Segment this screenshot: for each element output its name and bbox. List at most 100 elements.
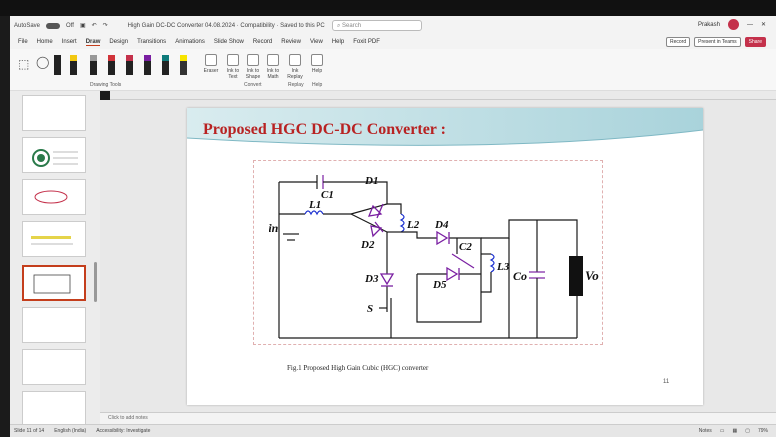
language-status[interactable]: English (India) bbox=[54, 428, 87, 434]
label-co: Co bbox=[513, 269, 527, 283]
slide-thumbnail[interactable] bbox=[22, 307, 86, 343]
slide-thumbnail[interactable] bbox=[22, 391, 86, 427]
redo-icon[interactable]: ↷ bbox=[102, 23, 108, 29]
thumbnail-diagram-icon bbox=[32, 149, 78, 167]
label-l3: L3 bbox=[496, 261, 510, 273]
share-button[interactable]: Share bbox=[744, 37, 766, 47]
pen-purple[interactable] bbox=[144, 55, 151, 75]
eraser-button[interactable]: Eraser bbox=[202, 54, 220, 74]
slide-thumbnail[interactable] bbox=[22, 349, 86, 385]
eraser-icon bbox=[205, 54, 217, 66]
label-c1: C1 bbox=[321, 189, 334, 201]
slide-page-number: 11 bbox=[663, 379, 670, 385]
label-d3: D3 bbox=[364, 273, 379, 285]
group-label-help: Help bbox=[312, 82, 323, 88]
horizontal-ruler bbox=[110, 91, 776, 100]
current-slide[interactable]: Proposed HGC DC-DC Converter : bbox=[187, 108, 703, 405]
slide-title[interactable]: Proposed HGC DC-DC Converter : bbox=[203, 121, 446, 138]
tab-foxit-pdf[interactable]: Foxit PDF bbox=[353, 39, 380, 45]
group-label-convert: Convert bbox=[244, 82, 262, 88]
label-s: S bbox=[367, 303, 373, 315]
content-placeholder[interactable] bbox=[253, 160, 603, 345]
pen-black[interactable] bbox=[54, 55, 61, 75]
reading-view-icon[interactable]: ▢ bbox=[745, 428, 750, 434]
tab-view[interactable]: View bbox=[309, 39, 323, 45]
accessibility-status[interactable]: Accessibility: Investigate bbox=[96, 428, 151, 434]
tab-review[interactable]: Review bbox=[281, 39, 301, 45]
search-icon: ⌕ bbox=[337, 23, 343, 29]
notes-pane[interactable]: Click to add notes bbox=[100, 412, 776, 424]
user-name: Prakash bbox=[697, 21, 720, 28]
autosave-label: AutoSave bbox=[14, 22, 41, 29]
sorter-view-icon[interactable]: ▦ bbox=[732, 428, 738, 434]
tab-file[interactable]: File bbox=[18, 39, 28, 45]
ink-to-shape-icon bbox=[247, 54, 259, 66]
tab-help[interactable]: Help bbox=[331, 39, 345, 45]
group-label-drawing-tools: Drawing Tools bbox=[90, 82, 122, 88]
minimize-icon[interactable]: — bbox=[746, 21, 753, 28]
slide-header-wave bbox=[187, 108, 703, 146]
pen-yellow[interactable] bbox=[70, 55, 77, 75]
tab-home[interactable]: Home bbox=[36, 39, 53, 45]
tab-draw[interactable]: Draw bbox=[85, 38, 101, 46]
tab-design[interactable]: Design bbox=[109, 39, 129, 45]
record-button[interactable]: Record bbox=[665, 37, 691, 47]
tab-transitions[interactable]: Transitions bbox=[137, 39, 167, 45]
tab-slide-show[interactable]: Slide Show bbox=[213, 39, 244, 45]
search-input[interactable]: ⌕ Search bbox=[332, 20, 422, 31]
status-bar: Slide 11 of 14 English (India) Accessibi… bbox=[10, 424, 776, 437]
ink-to-math-icon bbox=[267, 54, 279, 66]
tab-record[interactable]: Record bbox=[252, 39, 273, 45]
label-vo: Vo bbox=[585, 268, 599, 283]
label-d4: D4 bbox=[434, 219, 449, 231]
save-icon[interactable]: ▣ bbox=[79, 23, 86, 29]
figure-caption[interactable]: Fig.1 Proposed High Gain Cubic (HGC) con… bbox=[287, 364, 429, 372]
slide-info: Slide 11 of 14 bbox=[14, 428, 45, 434]
pen-red-2[interactable] bbox=[126, 55, 133, 75]
ink-to-shape-button[interactable]: Ink to Shape bbox=[244, 54, 262, 80]
ribbon: ⬚ ◯ Drawing Tools Eraser Ink to Text Ink… bbox=[10, 49, 776, 91]
undo-icon[interactable]: ↶ bbox=[91, 23, 97, 29]
slide-thumbnail[interactable] bbox=[22, 179, 86, 215]
pen-red[interactable] bbox=[108, 55, 115, 75]
slide-thumbnail[interactable] bbox=[22, 95, 86, 131]
ink-to-math-button[interactable]: Ink to Math bbox=[264, 54, 282, 80]
ink-replay-button[interactable]: Ink Replay bbox=[286, 54, 304, 80]
label-l2: L2 bbox=[406, 219, 420, 231]
autosave-toggle[interactable] bbox=[46, 22, 61, 29]
label-d1: D1 bbox=[364, 175, 378, 187]
document-title[interactable]: High Gain DC-DC Converter 04.08.2024 · C… bbox=[127, 22, 325, 29]
slide-thumbnail[interactable] bbox=[22, 137, 86, 173]
ribbon-tabs: File Home Insert Draw Design Transitions Anima… bbox=[10, 35, 776, 49]
group-label-replay: Replay bbox=[288, 82, 304, 88]
highlighter-yellow[interactable] bbox=[180, 55, 187, 75]
label-d2: D2 bbox=[360, 239, 375, 251]
slide-thumbnail-selected[interactable] bbox=[22, 265, 86, 301]
pen-gray[interactable] bbox=[90, 55, 97, 75]
slide-thumbnail[interactable] bbox=[22, 221, 86, 257]
close-icon[interactable]: ✕ bbox=[760, 22, 766, 28]
ink-to-text-icon bbox=[227, 54, 239, 66]
thumbnail-scrollbar[interactable] bbox=[94, 262, 97, 302]
label-c2: C2 bbox=[459, 241, 472, 253]
avatar[interactable] bbox=[727, 19, 739, 30]
present-in-teams-button[interactable]: Present in Teams bbox=[694, 37, 741, 47]
thumbnail-text-icon bbox=[31, 236, 73, 245]
slide-editing-area: Proposed HGC DC-DC Converter : bbox=[100, 100, 776, 412]
screen-top-bar bbox=[0, 0, 776, 16]
help-button[interactable]: Help bbox=[308, 54, 326, 74]
tab-animations[interactable]: Animations bbox=[175, 39, 205, 45]
replay-icon bbox=[289, 54, 301, 66]
normal-view-icon[interactable]: ▭ bbox=[719, 428, 725, 434]
notes-button[interactable]: Notes bbox=[698, 428, 712, 434]
eraser-ring-icon[interactable]: ◯ bbox=[36, 55, 50, 69]
ink-to-text-button[interactable]: Ink to Text bbox=[224, 54, 242, 80]
tab-insert[interactable]: Insert bbox=[61, 39, 77, 45]
zoom-level[interactable]: 79% bbox=[757, 428, 768, 434]
autosave-state: Off bbox=[66, 22, 74, 29]
pen-teal[interactable] bbox=[162, 55, 169, 75]
hgc-converter-circuit: C1 D1 L1 L2 D2 Vin D4 C2 D3 L3 D5 Co Vo … bbox=[269, 175, 599, 339]
lasso-select-icon[interactable]: ⬚ bbox=[18, 57, 30, 71]
title-bar: AutoSave Off ▣ ↶ ↷ High Gain DC-DC Conve… bbox=[10, 16, 776, 35]
